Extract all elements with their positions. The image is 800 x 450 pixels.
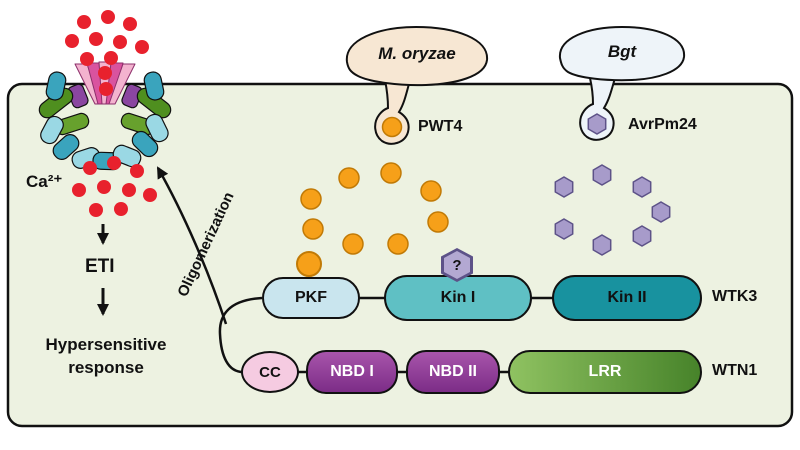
calcium-ion: [80, 52, 94, 66]
calcium-ion-dots: [65, 10, 157, 217]
domain-cc: CC: [241, 351, 299, 393]
pwt4-molecule: [342, 233, 364, 255]
pwt4-molecule-cluster: [300, 162, 449, 255]
avrpm24-molecule: [632, 225, 652, 247]
calcium-ion: [130, 164, 144, 178]
pwt4-label: PWT4: [418, 118, 463, 135]
calcium-ion: [122, 183, 136, 197]
oligomerization-bracket: [218, 296, 263, 374]
avrpm24-label: AvrPm24: [628, 116, 697, 133]
wtk3-label: WTK3: [712, 288, 758, 305]
avrpm24-molecule: [632, 176, 652, 198]
avrpm24-molecule-cluster: [554, 164, 671, 256]
avrpm24-molecule: [592, 164, 612, 186]
domain-pkf: PKF: [262, 277, 360, 319]
domain-nbd2: NBD II: [406, 350, 500, 394]
avrpm24-molecule: [592, 234, 612, 256]
calcium-ion: [77, 15, 91, 29]
m-oryzae-blob: [345, 25, 489, 145]
calcium-ion: [101, 10, 115, 24]
domain-kin2: Kin II: [552, 275, 702, 321]
calcium-label: Ca²⁺: [26, 172, 63, 191]
pwt4-molecule: [300, 188, 322, 210]
calcium-ion: [104, 51, 118, 65]
calcium-ion: [107, 156, 121, 170]
pwt4-molecule: [427, 211, 449, 233]
calcium-ion: [83, 161, 97, 175]
calcium-ion: [114, 202, 128, 216]
pwt4-effector-on-pkf: [296, 251, 322, 277]
calcium-ion: [99, 82, 113, 96]
eti-label: ETI: [85, 256, 115, 277]
domain-lrr: LRR: [508, 350, 702, 394]
bgt-blob: [558, 25, 686, 141]
calcium-ion: [123, 17, 137, 31]
pwt4-molecule: [338, 167, 360, 189]
unknown-effector-hexagon: ?: [441, 248, 473, 282]
pathogen-m-oryzae-label: M. oryzae: [378, 44, 456, 63]
domain-nbd1: NBD I: [306, 350, 398, 394]
avrpm24-molecule-in-drip: [587, 113, 607, 135]
avrpm24-molecule: [554, 176, 574, 198]
pwt4-molecule: [387, 233, 409, 255]
avrpm24-molecule: [554, 218, 574, 240]
pwt4-molecule-in-drip: [381, 116, 403, 138]
calcium-ion: [113, 35, 127, 49]
calcium-ion: [97, 180, 111, 194]
calcium-ion: [72, 183, 86, 197]
hypersensitive-response-label: Hypersensitive response: [45, 335, 167, 377]
wtn1-label: WTN1: [712, 362, 758, 379]
avrpm24-molecule: [651, 201, 671, 223]
pwt4-molecule: [420, 180, 442, 202]
pathogen-bgt-label: Bgt: [607, 42, 637, 61]
calcium-ion: [135, 40, 149, 54]
calcium-ion: [143, 188, 157, 202]
calcium-ion: [65, 34, 79, 48]
pwt4-molecule: [380, 162, 402, 184]
calcium-ion: [89, 203, 103, 217]
pwt4-molecule: [302, 218, 324, 240]
domain-kin1: Kin I: [384, 275, 532, 321]
unknown-mark: ?: [452, 256, 462, 274]
calcium-ion: [89, 32, 103, 46]
calcium-ion: [98, 66, 112, 80]
oligomerization-arrow: [156, 166, 228, 325]
